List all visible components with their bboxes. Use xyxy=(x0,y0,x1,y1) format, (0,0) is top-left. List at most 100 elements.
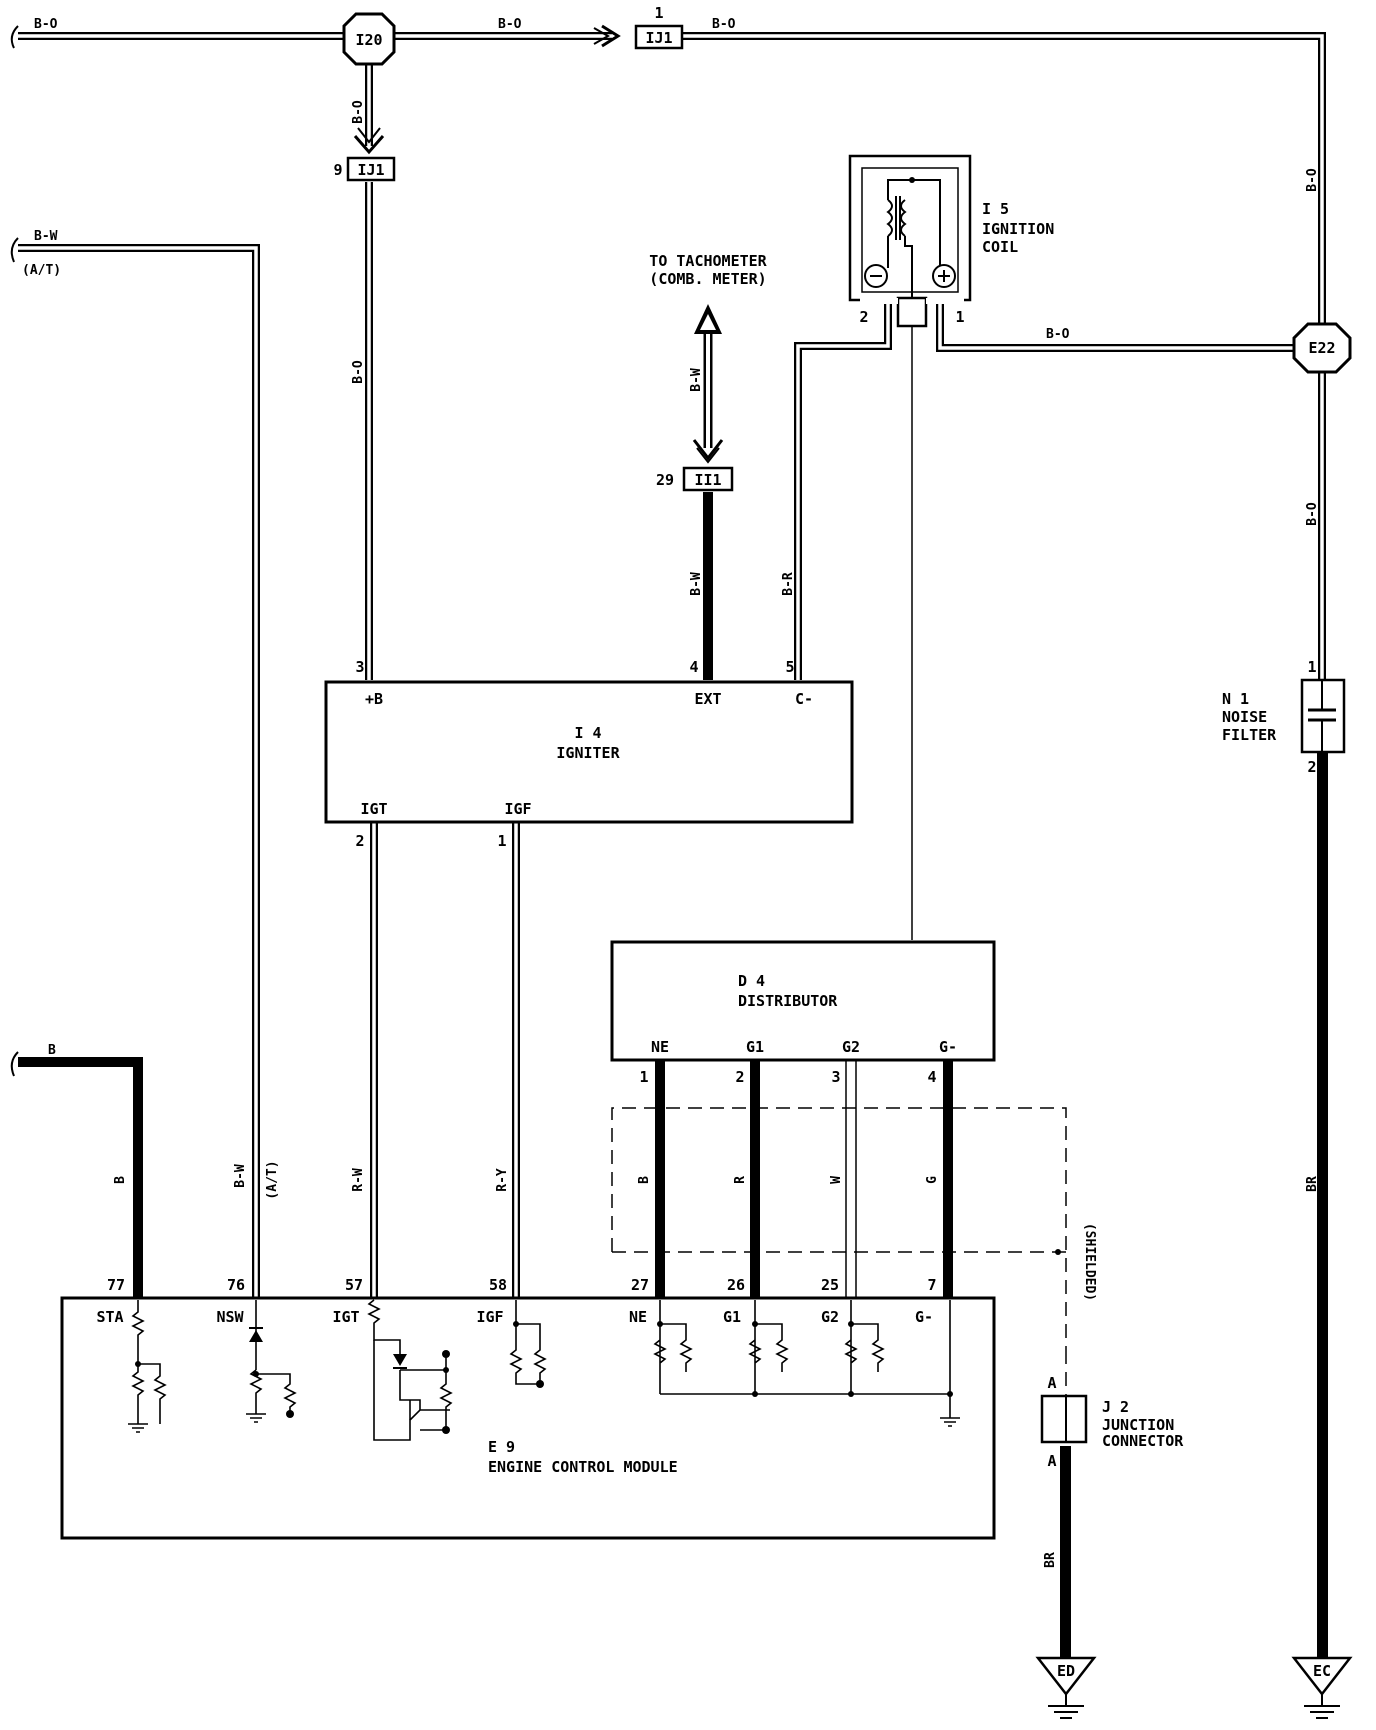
svg-text:ENGINE CONTROL MODULE: ENGINE CONTROL MODULE xyxy=(488,1458,678,1476)
wire-labels: B-O B-O B-O B-W (A/T) B B-O B-O B-O B-O … xyxy=(22,17,1320,1568)
svg-text:G-: G- xyxy=(915,1308,933,1326)
svg-text:A: A xyxy=(1047,1452,1056,1470)
connector-ii1: II1 29 xyxy=(656,466,734,492)
svg-text:25: 25 xyxy=(821,1276,839,1294)
svg-text:G2: G2 xyxy=(821,1308,839,1326)
svg-text:1: 1 xyxy=(654,4,663,22)
svg-text:B-R: B-R xyxy=(781,572,796,596)
svg-text:B-O: B-O xyxy=(1046,327,1070,342)
svg-text:D 4: D 4 xyxy=(738,972,765,990)
svg-text:A: A xyxy=(1047,1374,1056,1392)
wire-j2-ed xyxy=(1060,1446,1071,1658)
tach-label-2: (COMB. METER) xyxy=(649,270,766,288)
svg-text:II1: II1 xyxy=(694,471,721,489)
connector-ij1-top: IJ1 1 xyxy=(634,4,684,50)
wire-top-main xyxy=(18,32,1326,680)
svg-text:B-O: B-O xyxy=(498,17,522,32)
connector-e22: E22 xyxy=(1292,322,1352,374)
svg-text:9: 9 xyxy=(333,161,342,179)
svg-text:EC: EC xyxy=(1313,1662,1331,1680)
svg-text:G1: G1 xyxy=(746,1038,764,1056)
svg-text:IGT: IGT xyxy=(360,800,387,818)
svg-text:NSW: NSW xyxy=(216,1308,244,1326)
svg-text:NE: NE xyxy=(629,1308,647,1326)
svg-text:3: 3 xyxy=(831,1068,840,1086)
svg-text:COIL: COIL xyxy=(982,238,1018,256)
svg-text:29: 29 xyxy=(656,471,674,489)
svg-text:26: 26 xyxy=(727,1276,745,1294)
noise-filter: 1 2 N 1 NOISE FILTER xyxy=(1222,658,1346,776)
svg-text:N 1: N 1 xyxy=(1222,690,1249,708)
wire-ext xyxy=(703,492,713,680)
svg-text:B-W: B-W xyxy=(233,1164,248,1188)
svg-text:G: G xyxy=(925,1176,940,1184)
svg-text:IGT: IGT xyxy=(332,1308,359,1326)
svg-text:(A/T): (A/T) xyxy=(265,1160,280,1199)
svg-text:58: 58 xyxy=(489,1276,507,1294)
svg-text:76: 76 xyxy=(227,1276,245,1294)
svg-text:27: 27 xyxy=(631,1276,649,1294)
svg-text:C-: C- xyxy=(795,690,813,708)
ignition-coil: 2 1 I 5 IGNITION COIL xyxy=(848,154,1054,328)
svg-text:CONNECTOR: CONNECTOR xyxy=(1102,1432,1184,1450)
svg-text:ED: ED xyxy=(1057,1662,1075,1680)
shielded-label: (SHIELDED) xyxy=(1082,1223,1097,1301)
shield-outline xyxy=(611,1107,1067,1420)
svg-text:7: 7 xyxy=(927,1276,936,1294)
svg-text:R-W: R-W xyxy=(351,1168,366,1192)
svg-text:E 9: E 9 xyxy=(488,1438,515,1456)
svg-text:G-: G- xyxy=(939,1038,957,1056)
svg-text:IJ1: IJ1 xyxy=(645,29,672,47)
wire-tach xyxy=(692,304,724,464)
svg-text:+B: +B xyxy=(365,690,383,708)
svg-text:1: 1 xyxy=(639,1068,648,1086)
wire-coil-e22 xyxy=(936,298,1300,352)
svg-text:R: R xyxy=(733,1176,748,1184)
svg-text:(A/T): (A/T) xyxy=(22,263,61,278)
igniter: I 4 IGNITER +B EXT C- IGT IGF 3 4 5 2 1 xyxy=(324,658,854,850)
ground-ec: EC xyxy=(1291,1656,1353,1719)
svg-text:B-O: B-O xyxy=(1305,168,1320,192)
svg-text:1: 1 xyxy=(955,308,964,326)
svg-text:3: 3 xyxy=(355,658,364,676)
wire-ne xyxy=(655,1060,665,1298)
svg-text:B-O: B-O xyxy=(1305,502,1320,526)
svg-text:B: B xyxy=(637,1176,652,1184)
svg-text:EXT: EXT xyxy=(694,690,721,708)
svg-text:2: 2 xyxy=(735,1068,744,1086)
svg-text:I 4: I 4 xyxy=(574,724,601,742)
svg-text:IGF: IGF xyxy=(504,800,531,818)
wire-g2 xyxy=(845,1060,857,1298)
svg-text:R-Y: R-Y xyxy=(495,1168,510,1192)
wire-g1 xyxy=(750,1060,760,1298)
wire-igt xyxy=(370,822,520,1298)
svg-text:B-O: B-O xyxy=(351,100,366,124)
svg-text:I 5: I 5 xyxy=(982,200,1009,218)
distributor: D 4 DISTRIBUTOR NE G1 G2 G- 1 2 3 4 xyxy=(610,940,996,1086)
svg-text:B-W: B-W xyxy=(34,229,58,244)
svg-text:B: B xyxy=(48,1043,56,1058)
junction-connector: A A J 2 JUNCTION CONNECTOR xyxy=(1040,1374,1184,1470)
svg-text:NOISE: NOISE xyxy=(1222,708,1267,726)
svg-text:B-O: B-O xyxy=(34,17,58,32)
svg-text:B-W: B-W xyxy=(689,572,704,596)
svg-text:1: 1 xyxy=(497,832,506,850)
svg-text:5: 5 xyxy=(785,658,794,676)
engine-control-module: E 9 ENGINE CONTROL MODULE STA NSW IGT IG… xyxy=(60,1276,996,1540)
svg-text:B: B xyxy=(113,1176,128,1184)
svg-text:57: 57 xyxy=(345,1276,363,1294)
svg-text:1: 1 xyxy=(1307,658,1316,676)
svg-text:B-W: B-W xyxy=(689,368,704,392)
connector-i20: I20 xyxy=(342,12,396,66)
wire-noise-ec xyxy=(1317,752,1328,1658)
i20-label: I20 xyxy=(355,31,382,49)
svg-text:2: 2 xyxy=(1307,758,1316,776)
svg-text:2: 2 xyxy=(859,308,868,326)
svg-text:NE: NE xyxy=(651,1038,669,1056)
svg-text:G1: G1 xyxy=(723,1308,741,1326)
svg-text:BR: BR xyxy=(1043,1552,1058,1568)
svg-text:STA: STA xyxy=(96,1308,123,1326)
svg-text:JUNCTION: JUNCTION xyxy=(1102,1416,1174,1434)
connector-ij1-mid: IJ1 9 xyxy=(333,156,396,182)
svg-text:4: 4 xyxy=(689,658,698,676)
